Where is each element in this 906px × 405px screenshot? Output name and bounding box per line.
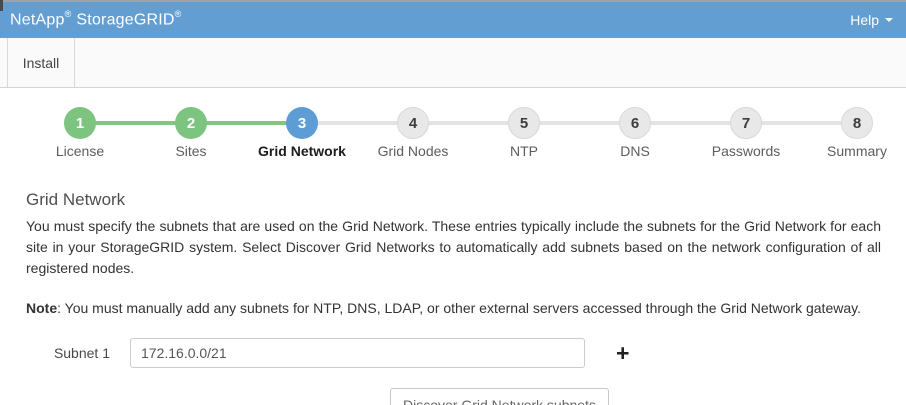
- discover-row: Discover Grid Network subnets: [26, 388, 881, 405]
- add-subnet-button[interactable]: +: [616, 340, 630, 366]
- tab-install-label: Install: [22, 54, 60, 71]
- registered-trademark: ®: [174, 9, 182, 20]
- step-circle: 8: [841, 107, 873, 139]
- discover-subnets-button[interactable]: Discover Grid Network subnets: [390, 388, 609, 405]
- install-wizard-stepper: 1 License 2 Sites 3 Grid Network 4 Grid …: [0, 88, 906, 159]
- help-label: Help: [850, 12, 879, 28]
- step-summary[interactable]: 8 Summary: [807, 107, 906, 159]
- step-label: Grid Network: [258, 143, 346, 159]
- brand-title: NetApp®StorageGRID®: [10, 9, 182, 29]
- step-circle: 1: [64, 107, 96, 139]
- step-grid-nodes[interactable]: 4 Grid Nodes: [363, 107, 463, 159]
- step-circle: 2: [175, 107, 207, 139]
- stepper-steps: 1 License 2 Sites 3 Grid Network 4 Grid …: [30, 107, 906, 159]
- description-text: You must specify the subnets that are us…: [26, 218, 881, 276]
- step-label: License: [55, 143, 105, 159]
- tab-install[interactable]: Install: [7, 38, 75, 87]
- step-label: NTP: [510, 143, 538, 159]
- step-label: Passwords: [711, 143, 781, 159]
- window-top-edge: [0, 0, 906, 2]
- step-passwords[interactable]: 7 Passwords: [696, 107, 796, 159]
- subnet-input[interactable]: [130, 338, 585, 368]
- step-dns[interactable]: 6 DNS: [585, 107, 685, 159]
- step-circle: 5: [508, 107, 540, 139]
- page-title: Grid Network: [26, 190, 126, 209]
- step-license[interactable]: 1 License: [30, 107, 130, 159]
- subnet-label: Subnet 1: [53, 345, 110, 361]
- step-label: Sites: [175, 143, 207, 159]
- app-header: NetApp®StorageGRID® Help: [0, 2, 906, 38]
- step-ntp[interactable]: 5 NTP: [474, 107, 574, 159]
- step-label: DNS: [620, 143, 650, 159]
- window-corner-notch: [0, 0, 3, 11]
- step-grid-network[interactable]: 3 Grid Network: [252, 107, 352, 159]
- chevron-down-icon: [885, 18, 893, 22]
- note-label: Note: [26, 300, 58, 316]
- step-circle: 3: [286, 107, 318, 139]
- step-sites[interactable]: 2 Sites: [141, 107, 241, 159]
- step-circle: 4: [397, 107, 429, 139]
- brand-storagegrid: StorageGRID: [76, 11, 175, 29]
- brand-netapp: NetApp: [10, 11, 65, 29]
- tab-bar: Install: [0, 38, 906, 88]
- step-label: Summary: [827, 143, 887, 159]
- step-circle: 6: [619, 107, 651, 139]
- subnet-form-row: Subnet 1 +: [26, 338, 881, 368]
- step-circle: 7: [730, 107, 762, 139]
- registered-trademark: ®: [64, 9, 72, 20]
- stepper-track: [80, 121, 857, 125]
- note-text: Note: You must manually add any subnets …: [26, 300, 861, 316]
- main-content: Grid Network You must specify the subnet…: [0, 190, 906, 405]
- help-menu[interactable]: Help: [850, 12, 893, 28]
- step-label: Grid Nodes: [377, 143, 449, 159]
